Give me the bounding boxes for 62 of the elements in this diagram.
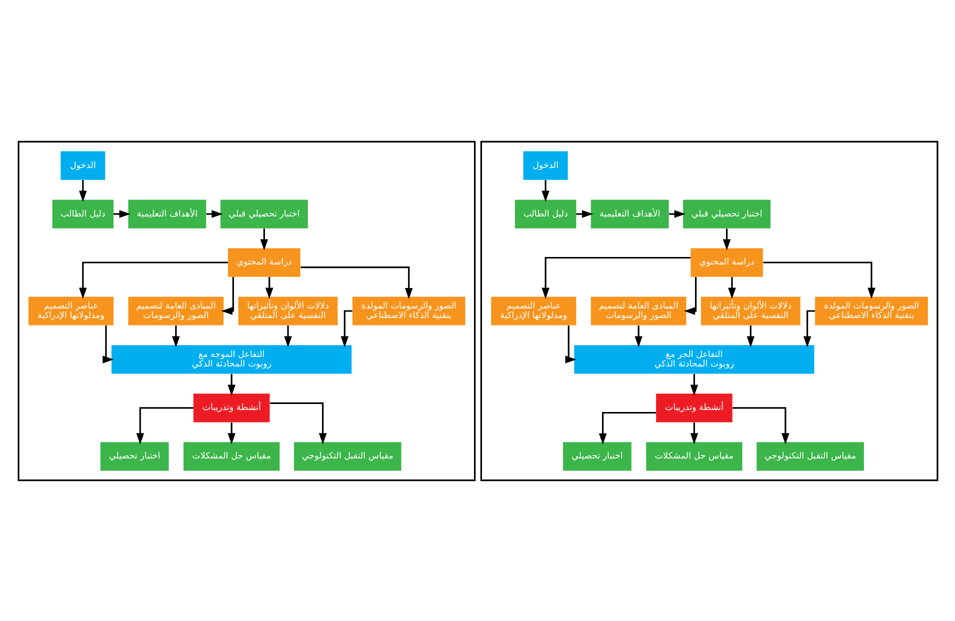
node-box: عناصر التصميم ومدلولاتها الإدراكية [28, 296, 114, 325]
node-box: مقياس التقبل التكنولوجي [756, 442, 864, 470]
arrow [634, 325, 642, 347]
node-box: مقياس التقبل التكنولوجي [293, 442, 401, 470]
arrow [690, 374, 698, 396]
node-box: الصور والرسومات المولدة بتقنية الذكاء الاصطناعي [352, 296, 465, 325]
node-box: دليل الطالب [52, 199, 114, 228]
arrow [136, 406, 193, 444]
arrow [668, 210, 685, 218]
node-box: اختبار تحصيلي قبلي [682, 199, 770, 228]
arrow [270, 402, 326, 444]
cluster [17, 140, 476, 481]
arrow [576, 210, 593, 218]
node-box: الأهداف التعليمية [590, 199, 668, 228]
arrow [78, 180, 86, 202]
arrow [264, 276, 273, 298]
node-box: اختبار تحصيلي قبلي [220, 199, 308, 228]
arrow [113, 210, 130, 218]
node-box: الأهداف التعليمية [128, 199, 206, 228]
node-box: التفاعل الحر مع روبوت المحادثة الذكي [574, 344, 814, 374]
cluster [480, 140, 938, 481]
arrow [541, 180, 549, 202]
arrow [564, 325, 576, 363]
arrow [227, 422, 235, 444]
node-box: دراسة المحتوي [690, 248, 762, 276]
node-box: دراسة المحتوي [228, 248, 300, 276]
node-box: اختبار تحصيلي [562, 442, 631, 470]
arrow [172, 325, 180, 347]
arrow [690, 422, 698, 444]
arrow [683, 276, 696, 314]
arrow [762, 261, 875, 298]
node-box: عناصر التصميم ومدلولاتها الإدراكية [490, 296, 576, 325]
arrow [802, 310, 814, 347]
node-box: أنشطة وتدريبات [656, 393, 732, 422]
node-box: المبادى العامة لتصميم الصور والرسومات [128, 296, 224, 325]
node-box: المبادى العامة لتصميم الصور والرسومات [590, 296, 686, 325]
arrow [340, 310, 352, 347]
node-box: الدخول [60, 150, 105, 180]
arrow [732, 406, 789, 444]
arrow [722, 228, 730, 250]
arrow [220, 276, 234, 314]
arrow [728, 276, 736, 298]
node-box: أنشطة وتدريبات [192, 393, 270, 422]
arrow [227, 374, 235, 396]
node-box: اختبار تحصيلي [100, 442, 168, 470]
arrow [284, 325, 292, 347]
node-box: دلالات الألوان وتأثيراتها النفسية على المتلقي [238, 296, 338, 325]
arrow [260, 228, 268, 250]
node-box: دليل الطالب [514, 199, 576, 228]
arrow [541, 256, 690, 298]
arrow [206, 210, 222, 218]
node-box: مقياس حل المشكلات [182, 442, 280, 470]
arrow [746, 325, 754, 347]
arrow [102, 325, 114, 363]
node-box: دلالات الألوان وتأثيراتها النفسية على المتلقي [700, 296, 800, 325]
node-box: الصور والرسومات المولدة بتقنية الذكاء الاصطناعي [814, 296, 928, 325]
arrow [78, 261, 228, 298]
node-box: التفاعل الموجه مع روبوت المحادثة الذكي [111, 344, 352, 374]
node-box: مقياس حل المشكلات [646, 442, 742, 470]
node-box: الدخول [522, 150, 568, 180]
arrow [598, 411, 656, 444]
arrow [300, 266, 412, 299]
